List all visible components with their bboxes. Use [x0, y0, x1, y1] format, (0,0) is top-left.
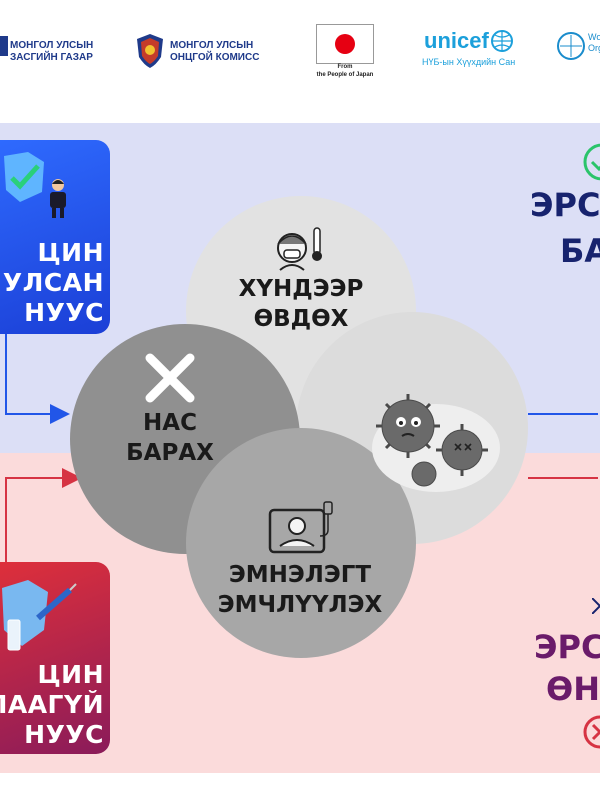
vaccine-shield-icon	[4, 152, 44, 202]
vaccinated-people-card: ЦИН УЛСАН НУУС	[0, 140, 110, 334]
government-logo-line2: ЗАСГИЙН ГАЗАР	[10, 52, 93, 63]
vaccinated-flow-arrow	[5, 334, 70, 424]
arrow-tip-icon	[592, 598, 600, 614]
partner-logos-header: МОНГОЛ УЛСЫН ЗАСГИЙН ГАЗАР МОНГОЛ УЛСЫН …	[0, 0, 600, 100]
who-emblem-icon	[557, 32, 585, 60]
unvaccinated-card-line3: НУУС	[24, 720, 104, 749]
unicef-globe-icon	[491, 30, 513, 52]
unvaccinated-card-line2: ЛААГҮЙ	[0, 690, 104, 719]
hospitalization-label: ЭМНЭЛЭГТ ЭМЧЛҮҮЛЭХ	[200, 560, 400, 620]
severe-illness-label: ХҮНДЭЭР ӨВДӨХ	[206, 274, 396, 334]
unvaccinated-people-card: ЦИН ЛААГҮЙ НУУС	[0, 562, 110, 754]
unvaccinated-card-line1: ЦИН	[37, 660, 104, 689]
japan-flag-logo	[316, 24, 374, 64]
broken-shield-syringe-icon	[2, 580, 77, 651]
vaccinated-card-line3: НУУС	[24, 298, 104, 327]
emergency-commission-emblem-icon	[137, 34, 163, 68]
x-circle-icon	[583, 715, 600, 749]
vaccinated-outcome-line1: ЭРС	[530, 186, 600, 224]
hospitalization-line1: ЭМНЭЛЭГТ	[228, 562, 372, 588]
commission-logo-text: МОНГОЛ УЛСЫН ОНЦГОЙ КОМИСС	[170, 40, 259, 64]
cross-x-icon	[145, 353, 195, 403]
commission-logo-line2: ОНЦГОЙ КОМИСС	[170, 52, 260, 63]
commission-logo-line1: МОНГОЛ УЛСЫН	[170, 40, 254, 51]
government-logo-text: МОНГОЛ УЛСЫН ЗАСГИЙН ГАЗАР	[10, 40, 93, 64]
japan-people-text: the People of Japan	[316, 72, 374, 78]
death-label: НАС БАРАХ	[100, 408, 240, 468]
unvaccinated-outcome-line2: ӨНД	[546, 670, 600, 708]
government-emblem-icon	[0, 36, 8, 56]
unvaccinated-outcome-line1: ЭРС	[534, 628, 600, 666]
who-partial-text: Wo Org	[588, 32, 600, 53]
vaccinated-card-line1: ЦИН	[37, 238, 104, 267]
unicef-subtitle: НҮБ-ын Хүүхдийн Сан	[422, 57, 516, 67]
hospital-bed-patient-icon	[268, 501, 333, 554]
government-logo-line1: МОНГОЛ УЛСЫН	[10, 40, 94, 51]
death-line1: НАС	[143, 410, 197, 436]
severe-illness-line1: ХҮНДЭЭР	[238, 276, 364, 302]
coronavirus-illustration-icon	[372, 394, 500, 492]
unvaccinated-flow-arrow	[5, 468, 82, 562]
japan-from-text: From	[337, 64, 353, 70]
person-icon	[50, 179, 66, 218]
death-line2: БАРАХ	[126, 440, 214, 466]
severe-illness-line2: ӨВДӨХ	[253, 306, 349, 332]
vaccinated-card-line2: УЛСАН	[2, 268, 104, 297]
vaccinated-outcome-line2: БА	[560, 232, 600, 270]
japan-flag-icon	[335, 34, 355, 54]
sick-person-thermometer-icon	[277, 227, 322, 271]
hospitalization-line2: ЭМЧЛҮҮЛЭХ	[217, 592, 383, 618]
check-circle-icon	[583, 143, 600, 181]
unicef-wordmark: unicef	[424, 28, 489, 53]
